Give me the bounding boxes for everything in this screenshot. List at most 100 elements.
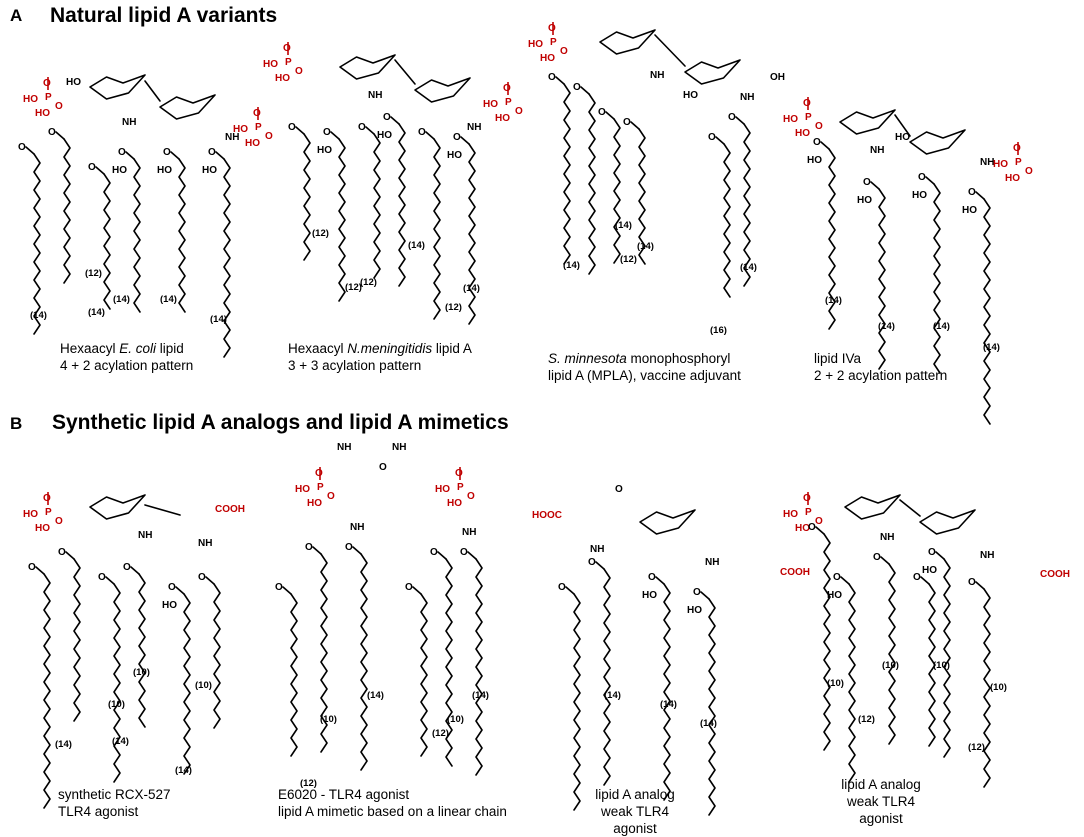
- a2-acyl-5-ho: HO: [447, 150, 462, 161]
- a1-acyl-4-ho: HO: [157, 165, 172, 176]
- caption-a2: Hexaacyl N.meningitidis lipid A 3 + 3 ac…: [288, 341, 472, 373]
- a3-nh1: NH: [650, 70, 664, 81]
- a3-acyl-5-carbonyl-o: O: [728, 112, 736, 123]
- b4-chain-label-3: (10): [933, 660, 950, 671]
- a4-nh2: NH: [980, 157, 994, 168]
- a2-acyl-2-co-bond: [365, 126, 375, 135]
- b3-acyl-1-carbonyl-o: O: [588, 557, 596, 568]
- b1-chain-label-3: (10): [133, 667, 150, 678]
- b1-chain-label-2: (14): [112, 736, 129, 747]
- b1-acyl-1-chain: [73, 558, 81, 722]
- a4-acyl-0-co-bond: [820, 141, 830, 150]
- b3-nh2: NH: [705, 557, 719, 568]
- a4-acyl-3-chain: [983, 198, 991, 425]
- a1-glycosidic: [144, 80, 161, 102]
- a1-acyl-0-chain: [33, 153, 41, 335]
- a4-acyl-2-co-bond: [925, 176, 935, 185]
- a1-phosphate-p: P: [45, 92, 52, 103]
- a1-chain-label-4: (14): [160, 294, 177, 305]
- a2-acyl-1-carbonyl-o: O: [323, 127, 331, 138]
- a4-phosphate2-ho: HO: [993, 159, 1008, 170]
- a4-phosphate2-p: P: [1015, 157, 1022, 168]
- b3-chain-label-2: (14): [700, 718, 717, 729]
- a4-ring1: [839, 109, 896, 135]
- b1-nh2: NH: [198, 538, 212, 549]
- a3-acyl-1-co-bond: [580, 86, 590, 95]
- b2-acyl-2-carbonyl-o: O: [345, 542, 353, 553]
- b4-acyl-2-co-bond: [880, 556, 890, 565]
- a1-phosphate2-o-top: O: [253, 108, 261, 119]
- b2-urea-nh1: NH: [337, 442, 351, 453]
- a4-acyl-1-chain: [878, 188, 886, 370]
- a1-ho: HO: [66, 77, 81, 88]
- a2-ring2: [414, 77, 471, 103]
- a1-chain-label-1: (12): [85, 268, 102, 279]
- b4-nh1: NH: [880, 532, 894, 543]
- b2-urea-o: O: [379, 462, 387, 473]
- b4-phosphate-o-top: O: [803, 493, 811, 504]
- b2-acyl-0-chain: [290, 593, 298, 757]
- a3-phosphate-ho2: HO: [540, 53, 555, 64]
- b4-acyl-3-co-bond: [920, 576, 930, 585]
- a2-acyl-1-co-bond: [330, 131, 340, 140]
- a1-nh1: NH: [122, 117, 136, 128]
- b2-acyl-1-carbonyl-o: O: [305, 542, 313, 553]
- a4-acyl-0-chain: [828, 148, 836, 330]
- chain-length-labels: (14)(12)(14)(14)(14)(14)(12)(12)(14)(12)…: [30, 220, 1007, 789]
- b2-phosphate-o-link: O: [327, 491, 335, 502]
- a2-chain-label-4: (12): [445, 302, 462, 313]
- a3-nh2: NH: [740, 92, 754, 103]
- b1-chain-label-5: (14): [175, 765, 192, 776]
- a2-phosphate2-o-top: O: [503, 83, 511, 94]
- a1-acyl-4-carbonyl-o: O: [163, 147, 171, 158]
- b1-acyl-4-ho: HO: [162, 600, 177, 611]
- b3-chain-label-0: (14): [604, 690, 621, 701]
- b2-phosphate2-p: P: [457, 482, 464, 493]
- a2-phosphate-ho2: HO: [275, 73, 290, 84]
- a3-oh-anomeric: OH: [770, 72, 785, 83]
- b2-phosphate2-o-top: O: [455, 468, 463, 479]
- b4-acyl-4-co-bond: [935, 551, 945, 560]
- a2-phosphate-p: P: [285, 57, 292, 68]
- b1-phosphate-p: P: [45, 507, 52, 518]
- b1-cooh: COOH: [215, 504, 245, 515]
- a2-acyl-4-carbonyl-o: O: [418, 127, 426, 138]
- a3-chain-label-1: (12): [620, 254, 637, 265]
- a4-chain-label-0: (14): [825, 295, 842, 306]
- a3-ring2: [684, 59, 741, 85]
- a2-phosphate2-o-link: O: [515, 106, 523, 117]
- a3-chain-label-2: (14): [615, 220, 632, 231]
- a2-phosphate2-ho2: HO: [495, 113, 510, 124]
- b2-phosphate-ho2: HO: [307, 498, 322, 509]
- b2-acyl-0-carbonyl-o: O: [275, 582, 283, 593]
- b3-acyl-3-ho: HO: [687, 605, 702, 616]
- a4-acyl-3-ho: HO: [962, 205, 977, 216]
- b1-chain-label-4: (10): [195, 680, 212, 691]
- b3-nh1: NH: [590, 544, 604, 555]
- a4-acyl-1-co-bond: [870, 181, 880, 190]
- a1-acyl-1-carbonyl-o: O: [48, 127, 56, 138]
- b2-phosphate-o-top: O: [315, 468, 323, 479]
- a1-phosphate-ho2: HO: [35, 108, 50, 119]
- a2-acyl-3-carbonyl-o: O: [383, 112, 391, 123]
- b1-chain-label-0: (14): [55, 739, 72, 750]
- b3-acyl-1-co-bond: [595, 561, 605, 570]
- b3-acyl-3-carbonyl-o: O: [693, 587, 701, 598]
- a1-acyl-2-chain: [103, 173, 111, 310]
- a2-acyl-2-chain: [373, 133, 381, 279]
- caption-b4: lipid A analog weak TLR4 agonist: [841, 777, 921, 826]
- a2-chain-label-1: (12): [345, 282, 362, 293]
- a2-acyl-1-chain: [338, 138, 346, 302]
- b1-linker: [144, 504, 181, 516]
- a3-chain-label-3: (14): [637, 241, 654, 252]
- a4-ho-ring: HO: [895, 132, 910, 143]
- a4-acyl-3-co-bond: [975, 191, 985, 200]
- b4-acyl-5-co-bond: [975, 581, 985, 590]
- b1-chain-label-1: (10): [108, 699, 125, 710]
- b3-acyl-0-co-bond: [565, 586, 575, 595]
- a2-acyl-5-chain: [468, 143, 476, 325]
- a1-acyl-4-co-bond: [170, 151, 180, 160]
- b3-acyl-2-ho: HO: [642, 590, 657, 601]
- a2-phosphate2-p: P: [505, 97, 512, 108]
- a2-chain-label-3: (12): [360, 277, 377, 288]
